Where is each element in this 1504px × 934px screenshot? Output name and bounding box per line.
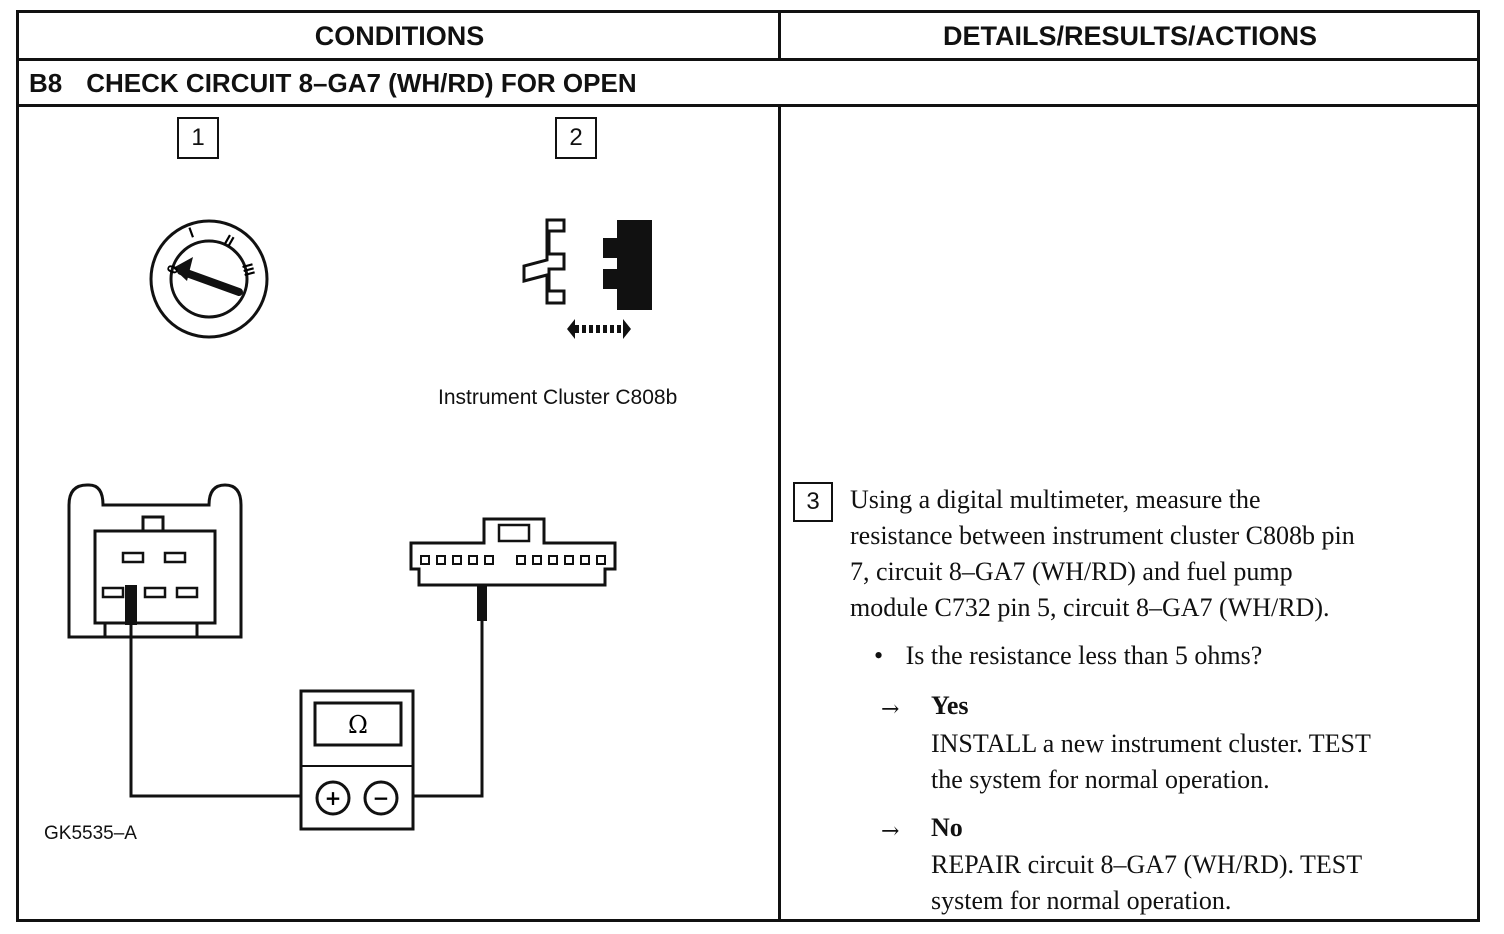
instruction-line: Using a digital multimeter, measure the <box>850 485 1261 514</box>
procedure-table: CONDITIONS DETAILS/RESULTS/ACTIONS B8 CH… <box>16 10 1480 922</box>
ignition-mark-start: III <box>238 262 258 278</box>
no-arrow-icon: → <box>881 819 900 844</box>
ignition-mark-run: II <box>221 232 237 251</box>
step-1-box: 1 <box>177 117 219 159</box>
ohm-symbol: Ω <box>348 711 368 739</box>
minus-terminal: − <box>373 786 390 810</box>
title-divider <box>19 104 1477 107</box>
multimeter-icon: Ω + − <box>299 689 415 831</box>
no-action: REPAIR circuit 8–GA7 (WH/RD). TEST syste… <box>931 847 1362 919</box>
conditions-diagram: 0 I II III <box>67 218 652 831</box>
yes-action-line: the system for normal operation. <box>931 765 1270 794</box>
header-column-divider <box>778 13 781 59</box>
yes-arrow-icon: → <box>881 697 900 722</box>
no-action-line: REPAIR circuit 8–GA7 (WH/RD). TEST <box>931 850 1363 879</box>
figure-id: GK5535–A <box>44 823 137 844</box>
yes-action-line: INSTALL a new instrument cluster. TEST <box>931 729 1371 758</box>
no-label: No <box>931 813 963 842</box>
ignition-mark-acc: I <box>187 224 197 241</box>
details-header: DETAILS/RESULTS/ACTIONS <box>942 20 1317 51</box>
disconnect-connector-icon <box>522 218 652 339</box>
conditions-header: CONDITIONS <box>314 20 485 51</box>
fuel-pump-module-connector <box>67 483 243 639</box>
body-column-divider <box>778 105 781 919</box>
yes-action: INSTALL a new instrument cluster. TEST t… <box>931 726 1371 798</box>
step-id: B8 <box>29 67 63 98</box>
no-action-line: system for normal operation. <box>931 886 1232 915</box>
negative-lead <box>393 619 484 798</box>
step-title-row: B8 CHECK CIRCUIT 8–GA7 (WH/RD) FOR OPEN <box>29 61 637 105</box>
cavity-row <box>420 555 606 565</box>
instrument-cluster-connector <box>409 517 617 621</box>
question-text: Is the resistance less than 5 ohms? <box>905 641 1263 670</box>
yes-label: Yes <box>931 691 969 720</box>
instruction-text: Using a digital multimeter, measure the … <box>850 482 1355 626</box>
instruction-line: module C732 pin 5, circuit 8–GA7 (WH/RD)… <box>850 593 1330 622</box>
ignition-switch-icon: 0 I II III <box>149 219 269 339</box>
positive-lead <box>129 625 318 798</box>
header-divider <box>19 58 1477 61</box>
connector-caption: Instrument Cluster C808b <box>438 386 678 409</box>
instruction-line: 7, circuit 8–GA7 (WH/RD) and fuel pump <box>850 557 1293 586</box>
plus-terminal: + <box>325 786 342 810</box>
instruction-line: resistance between instrument cluster C8… <box>850 521 1355 550</box>
bullet-icon: • <box>874 641 884 670</box>
step-3-box: 3 <box>793 482 833 522</box>
step-title: CHECK CIRCUIT 8–GA7 (WH/RD) FOR OPEN <box>86 67 637 98</box>
question-row: • Is the resistance less than 5 ohms? <box>874 641 1262 671</box>
step-2-box: 2 <box>555 117 597 159</box>
